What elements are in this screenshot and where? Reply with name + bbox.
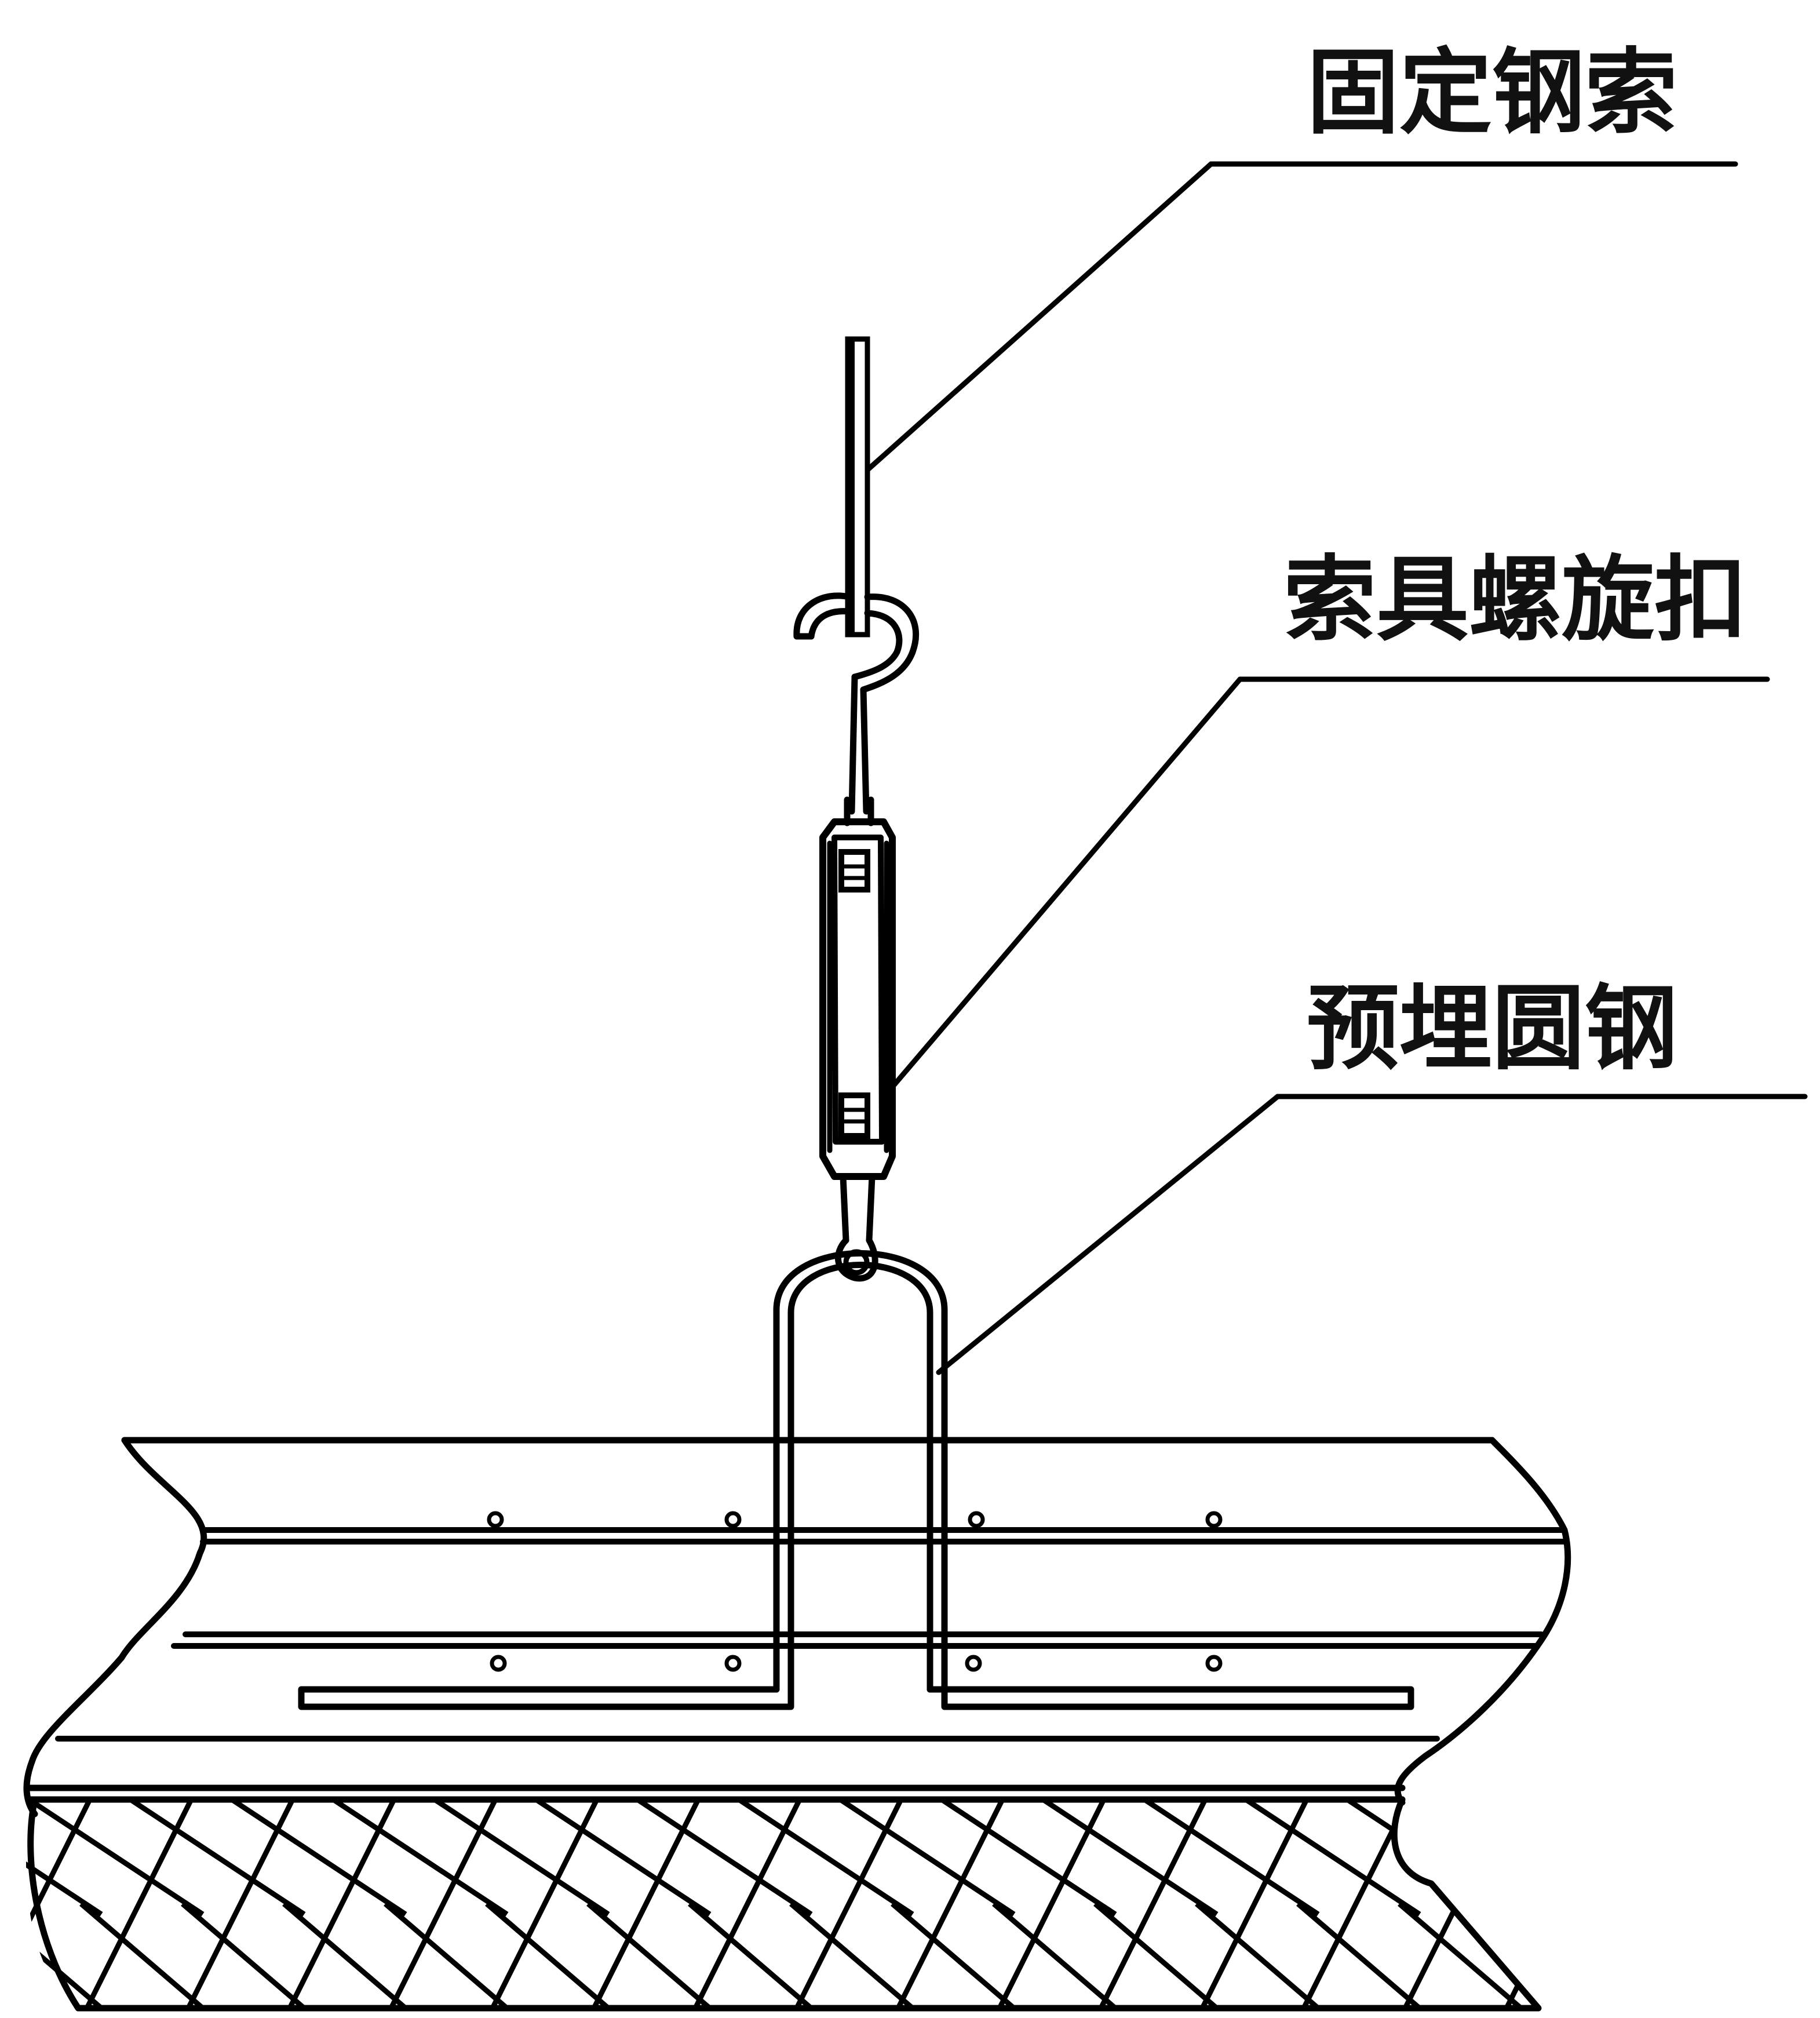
hatch-line — [794, 1798, 904, 2008]
hatch-line — [181, 1902, 306, 2008]
hatch-line — [1447, 1797, 1539, 1917]
rebar-dot — [724, 1511, 742, 1528]
leader-turnbuckle — [885, 676, 1770, 1095]
hatch-line — [891, 1902, 1016, 2008]
label-embedded-rod: 预埋圆钢 — [1307, 974, 1677, 1083]
hatch-line — [1041, 1797, 1219, 1917]
turnbuckle-window-bottom — [838, 1092, 870, 1139]
hatch-line — [287, 1798, 397, 2008]
hatch-line — [1504, 1798, 1539, 2008]
rebar-dots — [487, 1511, 1223, 1672]
hatch-line — [490, 1798, 600, 2008]
rebar-dot — [968, 1511, 985, 1528]
cable-hook — [793, 592, 920, 826]
rebar-dot — [490, 1655, 507, 1672]
hatch-line — [388, 1798, 498, 2008]
hatch-line — [25, 1797, 103, 1917]
hatch-line — [1651, 1800, 1820, 1914]
hatch-line — [230, 1797, 407, 1917]
hatch-line — [27, 1797, 205, 1917]
hatch-line — [1398, 1902, 1523, 2008]
hatch-line — [1608, 1800, 1712, 2008]
hatch-line — [895, 1798, 1005, 2008]
turnbuckle-window-top — [838, 849, 870, 893]
hatch-line — [433, 1797, 610, 1917]
hatched-base-layer — [25, 1796, 1820, 2012]
hatch-line — [692, 1798, 803, 2008]
hatch-line — [282, 1902, 407, 2008]
hatch-line — [1199, 1798, 1310, 2008]
hatch-line — [1093, 1902, 1219, 2008]
leader-fixed-cable — [865, 161, 1738, 472]
hatch-line — [1195, 1902, 1320, 2008]
hatch-line — [129, 1797, 306, 1917]
hatch-line — [688, 1902, 813, 2008]
rebar-dot — [724, 1655, 742, 1672]
rebar-dot — [1205, 1655, 1223, 1672]
hatch-line — [591, 1798, 701, 2008]
hatch-line — [1098, 1798, 1208, 2008]
label-fixed-cable: 固定钢索 — [1307, 38, 1677, 147]
rebar-dot — [487, 1511, 504, 1528]
hatch-line — [1704, 1904, 1820, 2008]
hatch-line — [185, 1798, 296, 2008]
hatch-line — [737, 1797, 914, 1917]
hatch-line — [1499, 1902, 1539, 2008]
leader-embedded-rod — [936, 1094, 1808, 1375]
rebar-dot — [965, 1655, 982, 1672]
hatch-line — [1345, 1797, 1523, 1917]
hatch-line — [384, 1902, 509, 2008]
hatch-line — [940, 1797, 1117, 1917]
hatch-line — [1602, 1904, 1724, 2008]
turnbuckle-body — [819, 818, 896, 1180]
hatch-line — [997, 1798, 1107, 2008]
hatch-line — [1301, 1798, 1411, 2008]
hatch-line — [534, 1797, 712, 1917]
hatch-line — [84, 1798, 194, 2008]
hatch-line — [79, 1902, 205, 2008]
hatch-line — [331, 1797, 509, 1917]
hatch-line — [789, 1902, 914, 2008]
rebar-dot — [1205, 1511, 1223, 1528]
hatch-line — [25, 1798, 93, 2008]
hatch-line — [586, 1902, 712, 2008]
hatch-line — [1550, 1800, 1724, 1914]
hatch-line — [1402, 1798, 1512, 2008]
hatch-line — [636, 1797, 813, 1917]
hatch-line — [1244, 1797, 1421, 1917]
hatch-line — [485, 1902, 610, 2008]
hatch-line — [992, 1902, 1117, 2008]
fixed-steel-cable — [845, 336, 870, 638]
hatch-line — [1143, 1797, 1320, 1917]
hatch-line — [1296, 1902, 1421, 2008]
label-turnbuckle: 索具螺旋扣 — [1283, 545, 1747, 654]
hatch-line — [838, 1797, 1016, 1917]
concrete-slab — [23, 1437, 1571, 1817]
embedded-round-steel — [298, 1250, 1414, 1710]
